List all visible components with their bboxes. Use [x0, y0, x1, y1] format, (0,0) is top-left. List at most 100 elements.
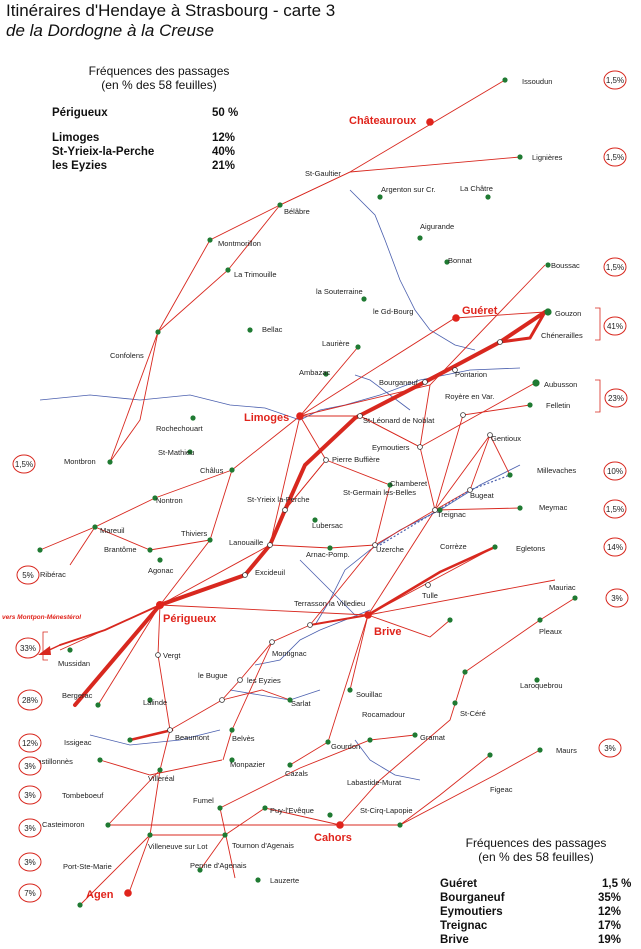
badge-label: 1,5%	[606, 505, 624, 514]
badge-label: 3%	[604, 744, 616, 753]
town-label: Belvès	[232, 734, 255, 743]
town-label: Chénerailles	[541, 331, 583, 340]
town-label: Lanouaille	[229, 538, 263, 547]
town-label: Lauzerte	[270, 876, 299, 885]
arrow-label: vers Montpon-Ménestérol	[2, 614, 81, 621]
town-label: Rocamadour	[362, 710, 405, 719]
town-label: La Trimouille	[234, 270, 277, 279]
town-label: Monpazier	[230, 760, 266, 769]
town-label: la Souterraine	[316, 287, 363, 296]
town-label: Laurière	[322, 339, 350, 348]
town-label: Thiviers	[181, 529, 208, 538]
waypoint-dots	[155, 339, 503, 733]
town-label: St-Cirq-Lapopie	[360, 806, 413, 815]
town-label: Aubusson	[544, 380, 577, 389]
badge-label: 1,5%	[15, 460, 33, 469]
freq-row-name: Limoges	[52, 132, 100, 144]
town-label: Corrèze	[440, 542, 467, 551]
town-label: Excideuil	[255, 568, 285, 577]
badge-label: 3%	[24, 762, 36, 771]
title-line-1: Itinéraires d'Hendaye à Strasbourg - car…	[6, 1, 336, 20]
town-label: Gentioux	[491, 434, 521, 443]
town-label: Treignac	[437, 510, 466, 519]
city-label: Agen	[86, 889, 114, 901]
town-label: Tombeboeuf	[62, 791, 104, 800]
town-label: Castillonnès	[32, 757, 73, 766]
freq-row-value: 35%	[598, 892, 622, 904]
badge-label: 3%	[611, 594, 623, 603]
town-label: le Gd-Bourg	[373, 307, 413, 316]
town-label: Mauriac	[549, 583, 576, 592]
badge-label: 28%	[22, 696, 38, 705]
rivers	[39, 189, 521, 781]
town-label: Royère en Var.	[445, 392, 494, 401]
city-dots	[124, 118, 460, 897]
town-label: Bourganeuf	[379, 378, 419, 387]
town-label: Agonac	[148, 566, 174, 575]
town-label: Cazals	[285, 769, 308, 778]
town-label: Bellac	[262, 325, 283, 334]
town-label: Montbron	[64, 457, 96, 466]
town-label: La Châtre	[460, 184, 493, 193]
freq-row-name: Treignac	[440, 920, 488, 932]
town-label: Aigurande	[420, 222, 454, 231]
treignac-route	[379, 474, 511, 546]
town-label: Montignac	[272, 649, 307, 658]
badge-label: 1,5%	[606, 76, 624, 85]
town-label: Rochechouart	[156, 424, 204, 433]
town-label: Pierre Buffière	[332, 455, 380, 464]
badge-label: 14%	[607, 543, 623, 552]
badge-label: 10%	[607, 467, 623, 476]
freq-row-value: 40%	[212, 146, 236, 158]
town-label: le Bugue	[198, 671, 228, 680]
town-label: Uzerche	[376, 545, 404, 554]
town-label: Mussidan	[58, 659, 90, 668]
town-label: Gouzon	[555, 309, 581, 318]
badge-label: 3%	[24, 791, 36, 800]
town-label: Lignières	[532, 153, 563, 162]
town-label: St-Germain les-Belles	[343, 488, 416, 497]
town-label: Bélâbre	[284, 207, 310, 216]
town-label: Ribérac	[40, 570, 66, 579]
freq-subheading: (en % des 58 feuilles)	[101, 78, 217, 92]
town-label: St-Mathieu	[158, 448, 194, 457]
town-label: St-Yrieix la-Perche	[247, 495, 310, 504]
frequency-table-bottom: Fréquences des passages (en % des 58 feu…	[436, 836, 636, 946]
town-label: Tulle	[422, 591, 438, 600]
freq-row-value: 50 %	[212, 107, 239, 119]
city-label: Châteauroux	[349, 115, 417, 127]
city-label: Brive	[374, 626, 402, 638]
title-line-2: de la Dordogne à la Creuse	[6, 21, 214, 40]
town-label: Pontarion	[455, 370, 487, 379]
town-label: Terrasson la Villedieu	[294, 599, 365, 608]
brackets	[42, 307, 601, 661]
town-label: Figeac	[490, 785, 513, 794]
thin-routes	[39, 79, 576, 906]
town-label: Chamberet	[390, 479, 428, 488]
town-label: Gourdon	[331, 742, 360, 751]
badge-label: 41%	[607, 322, 623, 331]
freq-row-name: Périgueux	[52, 107, 108, 119]
town-label: Port-Ste-Marie	[63, 862, 112, 871]
town-label: Souillac	[356, 690, 383, 699]
city-label: Guéret	[462, 305, 498, 317]
town-label: Gramat	[420, 733, 446, 742]
town-label: St-Léonard de Noblat	[363, 416, 435, 425]
town-label: Meymac	[539, 503, 568, 512]
town-label: Maurs	[556, 746, 577, 755]
freq-row-value: 1,5 %	[602, 878, 632, 890]
town-label: Villeneuve sur Lot	[148, 842, 208, 851]
town-labels: Issoudun Lignières Boussac Gouzon Chéner…	[32, 77, 583, 885]
town-label: St-Gaultier	[305, 169, 341, 178]
town-label: Millevaches	[537, 466, 576, 475]
city-label: Limoges	[244, 412, 289, 424]
badge-label: 5%	[22, 571, 34, 580]
frequency-table-top: Fréquences des passages (en % des 58 feu…	[40, 64, 250, 176]
badge-label: 12%	[22, 739, 38, 748]
badge-label: 3%	[24, 858, 36, 867]
freq-row-name: St-Yrieix-la-Perche	[52, 146, 155, 158]
town-label: Bugeat	[470, 491, 495, 500]
town-label: Argenton sur Cr.	[381, 185, 436, 194]
freq-row-name: Bourganeuf	[440, 892, 505, 904]
